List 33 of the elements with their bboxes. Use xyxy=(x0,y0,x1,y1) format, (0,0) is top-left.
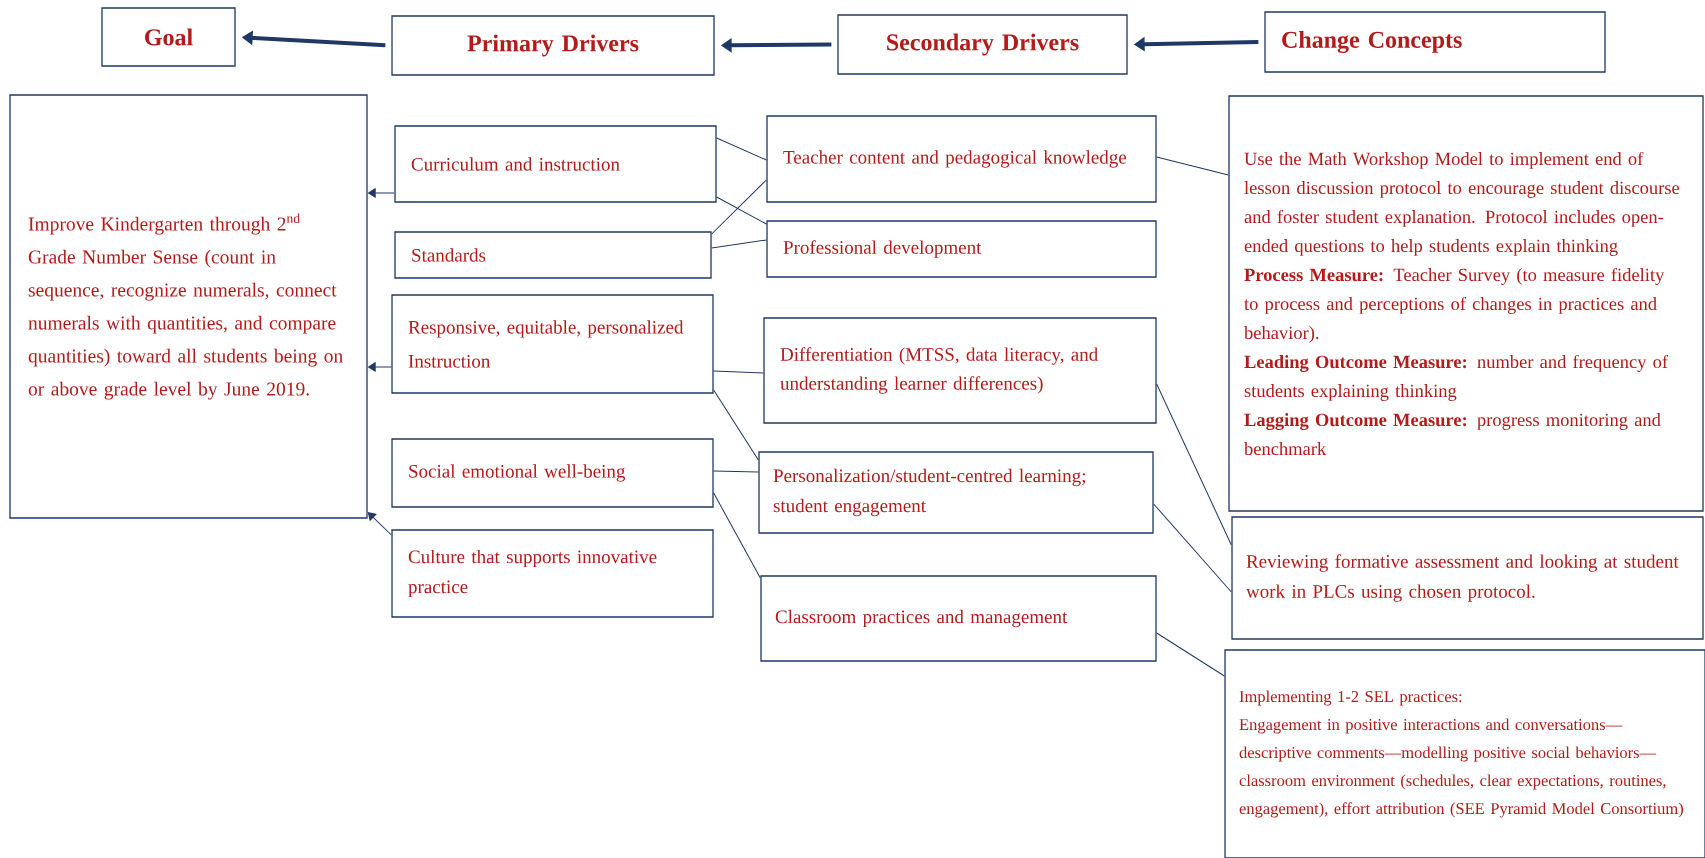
arrow xyxy=(367,512,392,536)
driver-box: Professional development xyxy=(766,220,1157,278)
goal-box: Improve Kindergarten through 2$^{nd}$ Grade Number Sense (count in sequence, recognize numerals, connect numerals with quantities, and compare quantities) toward all students being on or above grade level by June 2019. xyxy=(9,94,368,519)
connector-line xyxy=(1156,632,1225,677)
connector-line xyxy=(713,492,761,579)
arrow xyxy=(368,362,392,372)
connector-line xyxy=(716,196,767,225)
driver-box: Responsive, equitable, personalized Instruction xyxy=(391,294,714,394)
header-box: Goal xyxy=(101,7,236,67)
change-concept-box: Reviewing formative assessment and looking at student work in PLCs using chosen protocol. xyxy=(1231,516,1704,640)
connector-line xyxy=(1156,156,1229,176)
driver-box: Social emotional well-being xyxy=(391,438,714,508)
arrow xyxy=(368,188,395,198)
header-box: Secondary Drivers xyxy=(837,14,1128,75)
connector-line xyxy=(711,179,767,235)
driver-box: Classroom practices and management xyxy=(760,575,1157,662)
header-box: Primary Drivers xyxy=(391,15,715,76)
connector-line xyxy=(713,370,764,374)
header-box: Change Concepts xyxy=(1264,11,1606,73)
connector-line xyxy=(713,470,759,473)
connector-line xyxy=(713,389,759,461)
driver-box: Culture that supports innovative practice xyxy=(391,529,714,618)
connector-line xyxy=(716,137,767,161)
connector-line xyxy=(711,239,767,249)
driver-box: Curriculum and instruction xyxy=(394,125,717,203)
driver-box: Standards xyxy=(394,231,712,279)
driver-box: Teacher content and pedagogical knowledge xyxy=(766,115,1157,203)
connector-line xyxy=(1153,503,1232,593)
change-concept-box: Use the Math Workshop Model to implement end of lesson discussion protocol to encourage student discourse and foster student explanation. Protocol includes open-ended questions to help students explain thinking Process Measure: Teacher Survey (to measure fidelity to process and perceptions of changes in practices and behavior). Leading Outcome Measure: number and frequency of students explaining thinking Lagging Outcome Measure: progress monitoring and benchmark xyxy=(1228,95,1704,512)
connector-line xyxy=(1156,383,1232,546)
change-concept-box: Implementing 1-2 SEL practices: Engagement in positive interactions and conversations—descriptive comments—modelling positive social behaviors—classroom environment (schedules, clear expectations, routines, engagement), effort attribution (SEE Pyramid Model Consortium) xyxy=(1224,649,1705,858)
driver-box: Personalization/student-centred learning; student engagement xyxy=(758,451,1154,534)
driver-box: Differentiation (MTSS, data literacy, and understanding learner differences) xyxy=(763,317,1157,424)
